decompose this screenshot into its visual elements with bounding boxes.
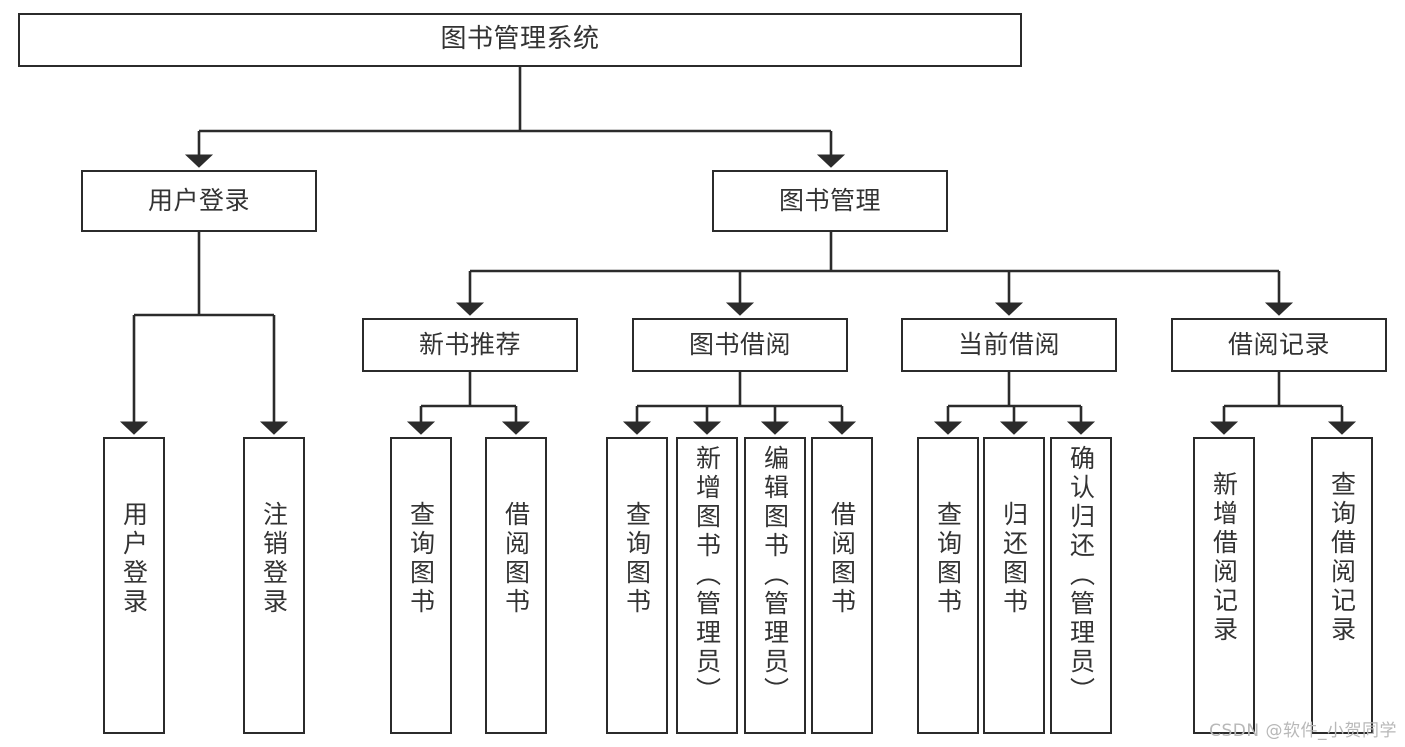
node-leaf-query-borrow-record[interactable]: 查询借阅记录 bbox=[1311, 437, 1373, 734]
node-label: 查询图书 bbox=[933, 501, 963, 617]
node-leaf-return-book[interactable]: 归还图书 bbox=[983, 437, 1045, 734]
node-borrow-record[interactable]: 借阅记录 bbox=[1171, 318, 1387, 372]
node-label: 借阅图书 bbox=[827, 501, 857, 617]
node-label: 用户登录 bbox=[119, 501, 149, 617]
node-label: 新增图书（管理员） bbox=[692, 445, 722, 706]
node-label: 用户登录 bbox=[147, 186, 250, 215]
node-label: 新增借阅记录 bbox=[1209, 471, 1239, 645]
node-label: 查询图书 bbox=[406, 501, 436, 617]
node-new-book-recommend[interactable]: 新书推荐 bbox=[362, 318, 578, 372]
node-leaf-borrow-book[interactable]: 借阅图书 bbox=[811, 437, 873, 734]
node-label: 借阅图书 bbox=[501, 501, 531, 617]
node-label: 新书推荐 bbox=[418, 330, 521, 359]
node-leaf-query-book-recommend[interactable]: 查询图书 bbox=[390, 437, 452, 734]
node-root-book-management-system[interactable]: 图书管理系统 bbox=[18, 13, 1022, 67]
node-leaf-add-book-admin[interactable]: 新增图书（管理员） bbox=[676, 437, 738, 734]
node-label: 图书管理 bbox=[778, 186, 881, 215]
node-book-borrow[interactable]: 图书借阅 bbox=[632, 318, 848, 372]
node-label: 查询图书 bbox=[622, 501, 652, 617]
node-label: 图书管理系统 bbox=[440, 24, 600, 55]
node-label: 当前借阅 bbox=[957, 330, 1060, 359]
node-leaf-edit-book-admin[interactable]: 编辑图书（管理员） bbox=[744, 437, 806, 734]
node-label: 编辑图书（管理员） bbox=[760, 445, 790, 706]
node-label: 借阅记录 bbox=[1227, 330, 1330, 359]
node-leaf-confirm-return-admin[interactable]: 确认归还（管理员） bbox=[1050, 437, 1112, 734]
node-book-management[interactable]: 图书管理 bbox=[712, 170, 948, 232]
node-current-borrow[interactable]: 当前借阅 bbox=[901, 318, 1117, 372]
watermark-text: CSDN @软件_小贺同学 bbox=[1209, 721, 1397, 741]
node-label: 注销登录 bbox=[259, 501, 289, 617]
node-label: 确认归还（管理员） bbox=[1066, 445, 1096, 706]
node-label: 查询借阅记录 bbox=[1327, 471, 1357, 645]
node-label: 归还图书 bbox=[999, 501, 1029, 617]
node-user-login[interactable]: 用户登录 bbox=[81, 170, 317, 232]
node-leaf-query-book-borrow[interactable]: 查询图书 bbox=[606, 437, 668, 734]
node-leaf-add-borrow-record[interactable]: 新增借阅记录 bbox=[1193, 437, 1255, 734]
node-leaf-borrow-book-recommend[interactable]: 借阅图书 bbox=[485, 437, 547, 734]
node-leaf-user-login[interactable]: 用户登录 bbox=[103, 437, 165, 734]
node-leaf-query-book-current[interactable]: 查询图书 bbox=[917, 437, 979, 734]
node-label: 图书借阅 bbox=[688, 330, 791, 359]
node-leaf-logout-login[interactable]: 注销登录 bbox=[243, 437, 305, 734]
